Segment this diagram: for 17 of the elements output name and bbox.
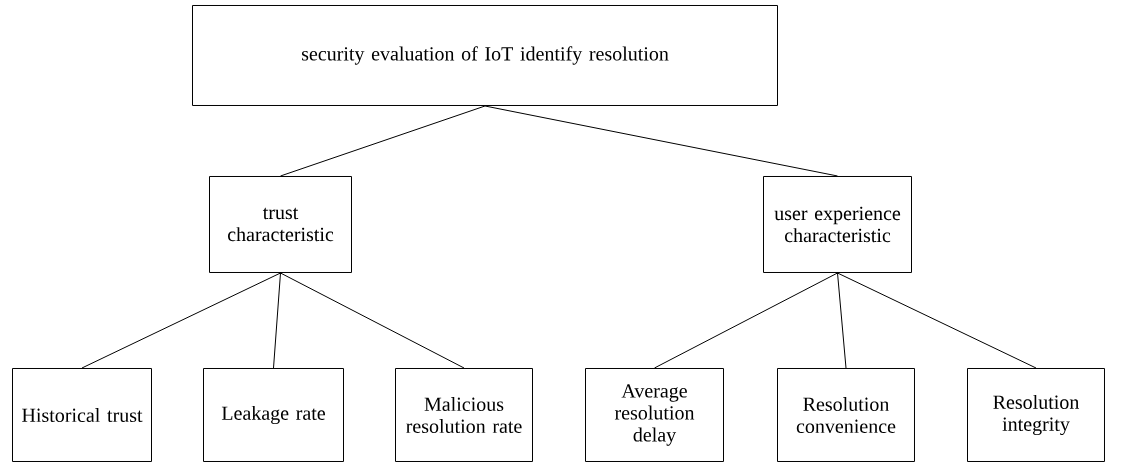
connector-line [837,272,1037,369]
connector-line [484,105,838,177]
connector-line [837,272,847,369]
connector-line [280,272,465,369]
connector-line [280,105,486,177]
metric-box: Average resolution delay [585,368,724,462]
metric-box: Leakage rate [203,368,344,462]
connector-line [273,272,281,369]
metric-box: Malicious resolution rate [395,368,533,462]
metric-box: Historical trust [12,368,152,462]
metric-box: Resolution convenience [777,368,915,462]
root-box: security evaluation of IoT identify resolution [192,5,778,106]
connector-line [81,272,281,369]
category-box: trust characteristic [209,176,352,273]
connector-line [654,272,838,369]
category-box: user experience characteristic [763,176,912,273]
metric-box: Resolution integrity [967,368,1105,462]
